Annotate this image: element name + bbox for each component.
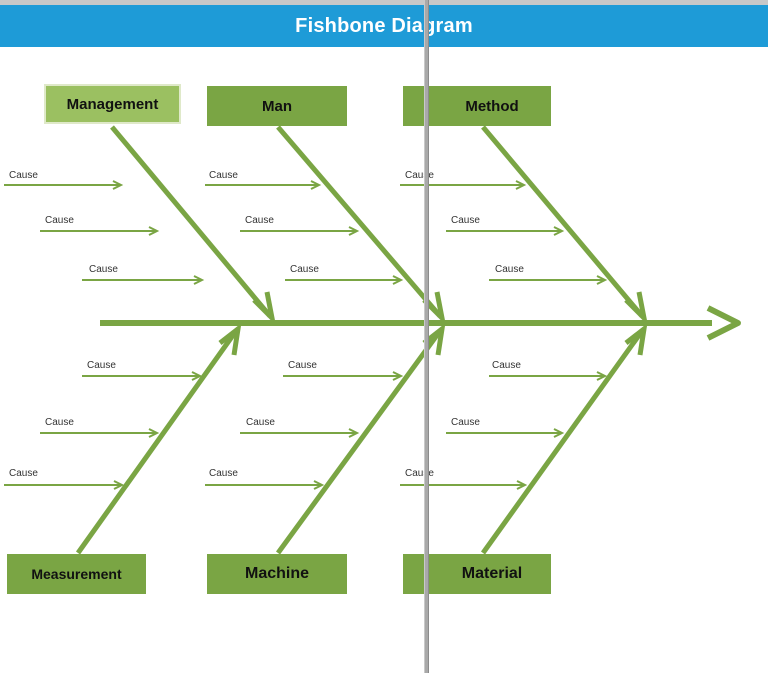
cause-label[interactable]: Cause [9,468,38,479]
cause-label[interactable]: Cause [246,417,275,428]
category-man[interactable]: Man [207,86,347,126]
bone-measurement [75,323,242,555]
category-management[interactable]: Management [44,84,181,124]
bone-method [481,125,648,326]
cause-label[interactable]: Cause [451,417,480,428]
cause-label[interactable]: Cause [245,215,274,226]
cause-label[interactable]: Cause [405,170,434,181]
vertical-splitter[interactable] [424,0,429,673]
cause-label[interactable]: Cause [290,264,319,275]
cause-label[interactable]: Cause [451,215,480,226]
cause-arrows [4,180,608,490]
category-measurement[interactable]: Measurement [7,554,146,594]
cause-label[interactable]: Cause [87,360,116,371]
cause-label[interactable]: Cause [288,360,317,371]
cause-label[interactable]: Cause [492,360,521,371]
cause-label[interactable]: Cause [495,264,524,275]
cause-label[interactable]: Cause [209,170,238,181]
bone-management [110,125,276,326]
bone-machine [275,323,446,555]
top-border [0,0,768,5]
category-machine[interactable]: Machine [207,554,347,594]
cause-label[interactable]: Cause [45,417,74,428]
bone-material [480,323,648,555]
spine-arrowhead [706,305,741,341]
bone-man [276,125,446,326]
cause-label[interactable]: Cause [209,468,238,479]
cause-label[interactable]: Cause [9,170,38,181]
cause-label[interactable]: Cause [45,215,74,226]
cause-label[interactable]: Cause [405,468,434,479]
cause-label[interactable]: Cause [89,264,118,275]
